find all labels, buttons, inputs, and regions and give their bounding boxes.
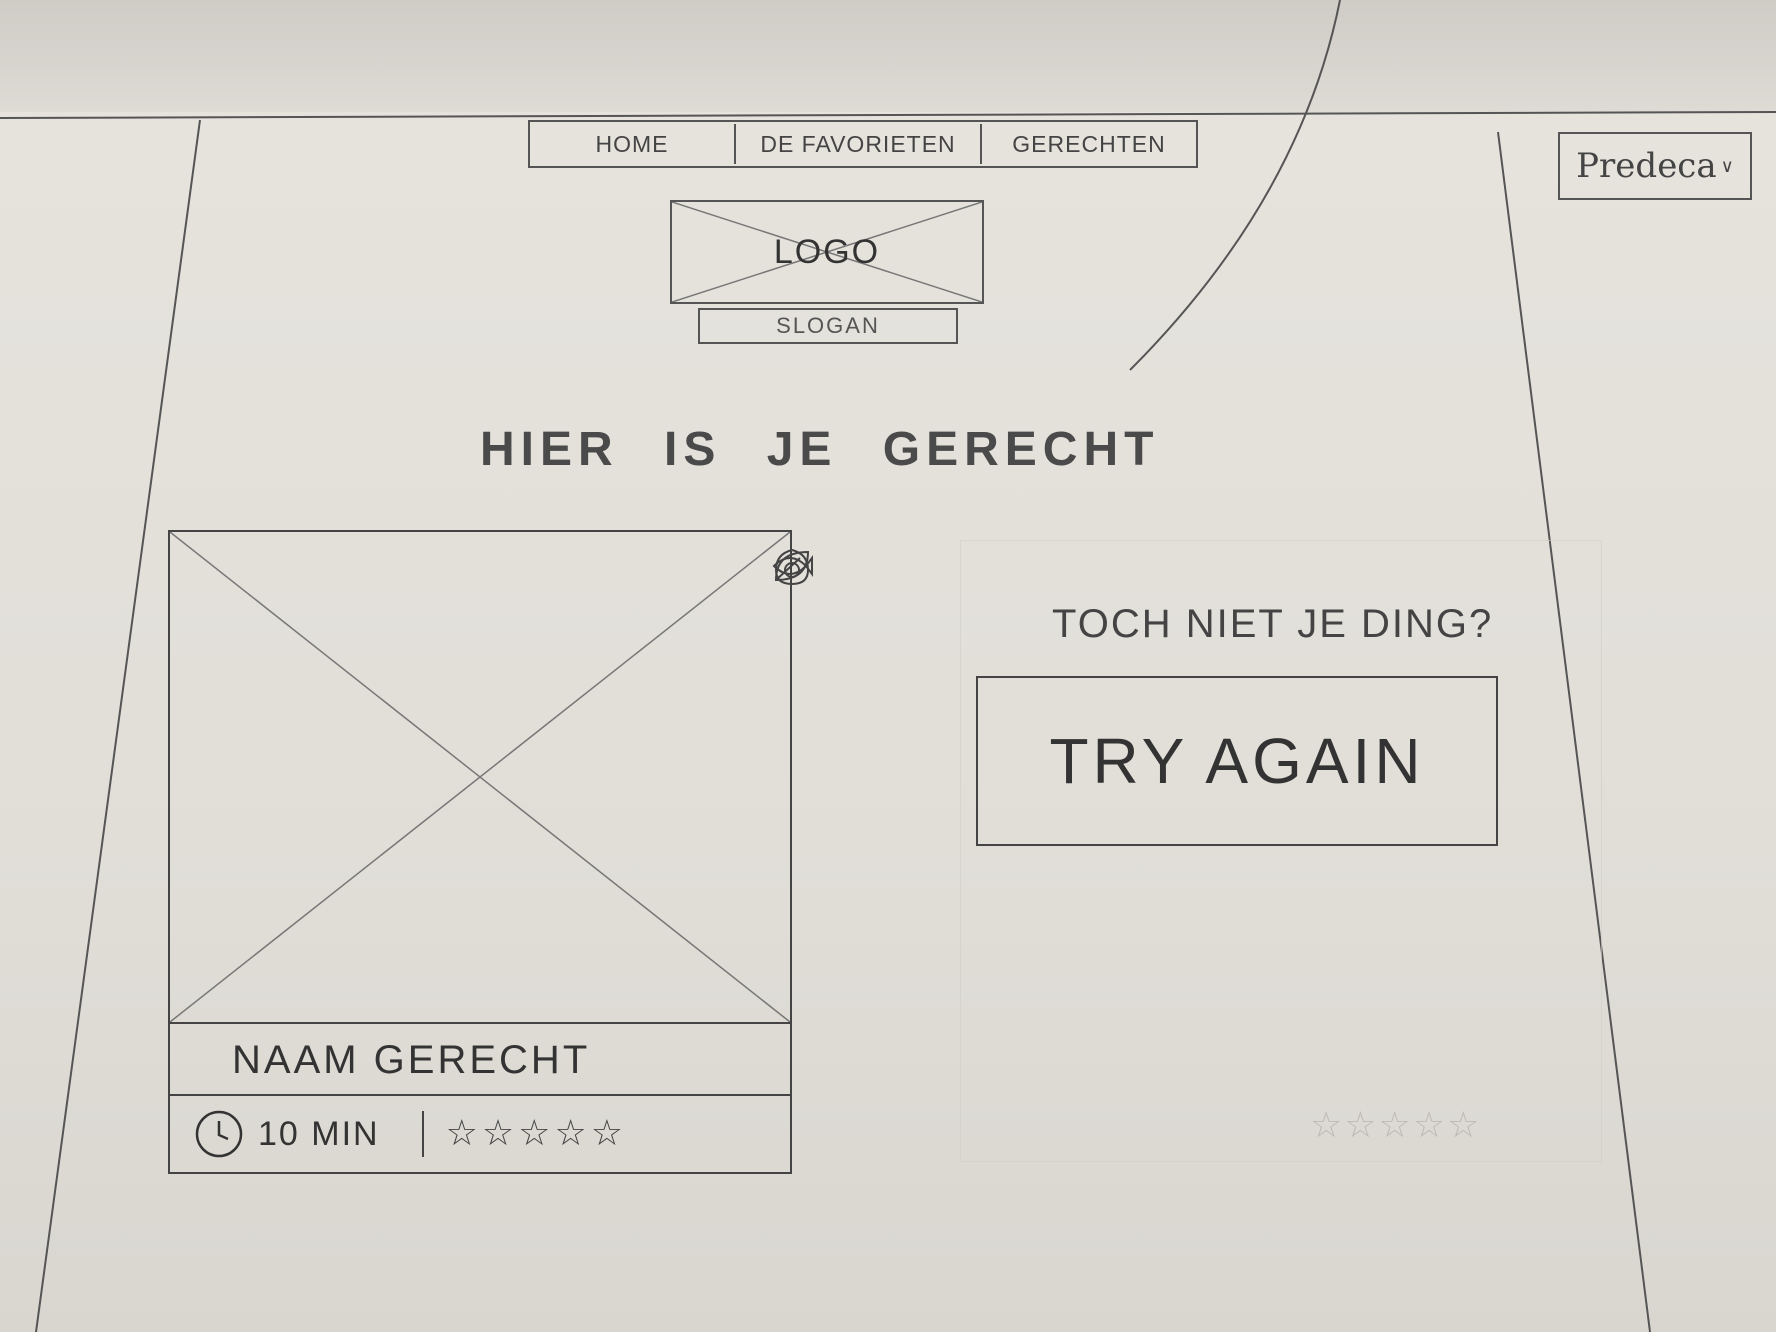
leaf-icon: [774, 550, 810, 582]
show-through-stars: ☆☆☆☆☆: [1310, 1105, 1482, 1146]
show-through-sketch: [960, 540, 1602, 1162]
try-again-button[interactable]: TRY AGAIN: [976, 676, 1498, 846]
recipe-name: NAAM GERECHT: [170, 1024, 790, 1096]
recipe-image-placeholder[interactable]: [170, 532, 813, 1024]
image-placeholder-cross: [672, 202, 982, 302]
language-label: Predeca: [1576, 146, 1717, 186]
logo-placeholder[interactable]: LOGO: [670, 200, 984, 304]
language-dropdown[interactable]: Predeca ∨: [1558, 132, 1752, 200]
slogan: SLOGAN: [698, 308, 958, 344]
star-icon[interactable]: ☆: [445, 1113, 478, 1154]
star-icon[interactable]: ☆: [590, 1113, 623, 1154]
page-title: HIER IS JE GERECHT: [480, 423, 1160, 477]
image-placeholder-cross: [170, 532, 790, 1022]
meta-divider: [421, 1111, 424, 1157]
nav-item-gerechten[interactable]: GERECHTEN: [1012, 130, 1166, 157]
sketch-paper: [0, 112, 1776, 1332]
nav-item-home[interactable]: HOME: [530, 124, 736, 164]
star-icon[interactable]: ☆: [518, 1113, 551, 1154]
nav-item-favorieten[interactable]: DE FAVORIETEN: [736, 124, 982, 164]
recipe-card[interactable]: NAAM GERECHT 10 MIN ☆ ☆ ☆ ☆ ☆: [168, 530, 813, 1174]
clock-icon: [195, 1110, 243, 1158]
star-rating[interactable]: ☆ ☆ ☆ ☆ ☆: [446, 1116, 623, 1152]
star-icon[interactable]: ☆: [481, 1113, 515, 1154]
main-navigation: HOME DE FAVORIETEN GERECHTEN: [528, 120, 1198, 168]
star-icon[interactable]: ☆: [554, 1113, 587, 1154]
logo-label: LOGO: [773, 232, 881, 271]
retry-prompt: TOCH NIET JE DING?: [1052, 602, 1494, 646]
recipe-duration: 10 MIN: [258, 1114, 380, 1153]
chevron-down-icon: ∨: [1720, 155, 1734, 177]
recipe-meta: 10 MIN ☆ ☆ ☆ ☆ ☆: [170, 1098, 790, 1170]
